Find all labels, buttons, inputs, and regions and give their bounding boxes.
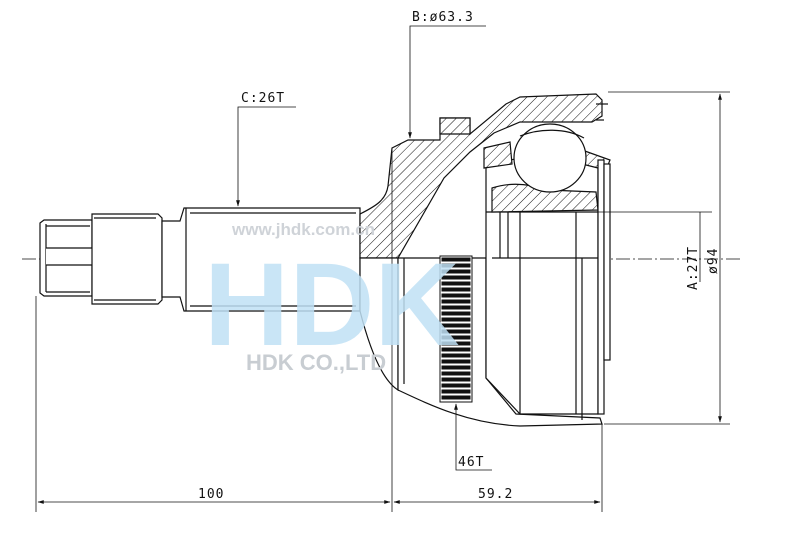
abs-tooth <box>441 263 471 268</box>
label-b-diameter: B:ø63.3 <box>412 10 474 25</box>
label-c-teeth: C:26T <box>241 91 285 106</box>
abs-tooth <box>441 299 471 304</box>
watermark-logo: HDK <box>204 239 460 371</box>
abs-tooth <box>441 359 471 364</box>
abs-tooth <box>441 323 471 328</box>
watermark-url: www.jhdk.com.cn <box>231 220 375 239</box>
abs-tooth <box>441 335 471 340</box>
abs-tooth <box>441 275 471 280</box>
abs-tooth <box>441 281 471 286</box>
abs-tooth <box>441 377 471 382</box>
abs-tooth <box>441 395 471 400</box>
abs-tooth <box>441 347 471 352</box>
abs-tooth <box>441 383 471 388</box>
abs-tooth <box>441 365 471 370</box>
label-outer-diameter: ø94 <box>706 248 721 274</box>
ball-bearing <box>513 123 587 193</box>
abs-tooth <box>441 389 471 394</box>
abs-tooth <box>441 317 471 322</box>
abs-tooth <box>441 311 471 316</box>
leader-b <box>408 25 486 139</box>
dim-diameter <box>576 91 730 425</box>
inner-race <box>483 103 611 420</box>
abs-tooth <box>441 293 471 298</box>
abs-tooth <box>441 287 471 292</box>
abs-ring-teeth <box>441 257 471 400</box>
abs-tone-ring <box>439 255 473 403</box>
abs-tooth <box>441 257 471 262</box>
abs-tooth <box>441 341 471 346</box>
leader-c <box>236 106 296 207</box>
abs-tooth <box>441 329 471 334</box>
abs-tooth <box>441 353 471 358</box>
abs-tooth <box>441 305 471 310</box>
leader-abs <box>454 403 492 471</box>
label-abs-teeth: 46T <box>458 455 484 470</box>
abs-tooth <box>441 269 471 274</box>
watermark-company: HDK CO.,LTD <box>246 350 386 375</box>
abs-tooth <box>441 371 471 376</box>
label-a-teeth: A:27T <box>686 246 701 290</box>
dim-lengths <box>35 150 603 512</box>
label-length-shaft: 100 <box>198 487 224 502</box>
watermark: www.jhdk.com.cn HDK HDK CO.,LTD <box>204 220 460 375</box>
label-length-body: 59.2 <box>478 487 513 502</box>
shaft-spline-end <box>39 207 361 312</box>
